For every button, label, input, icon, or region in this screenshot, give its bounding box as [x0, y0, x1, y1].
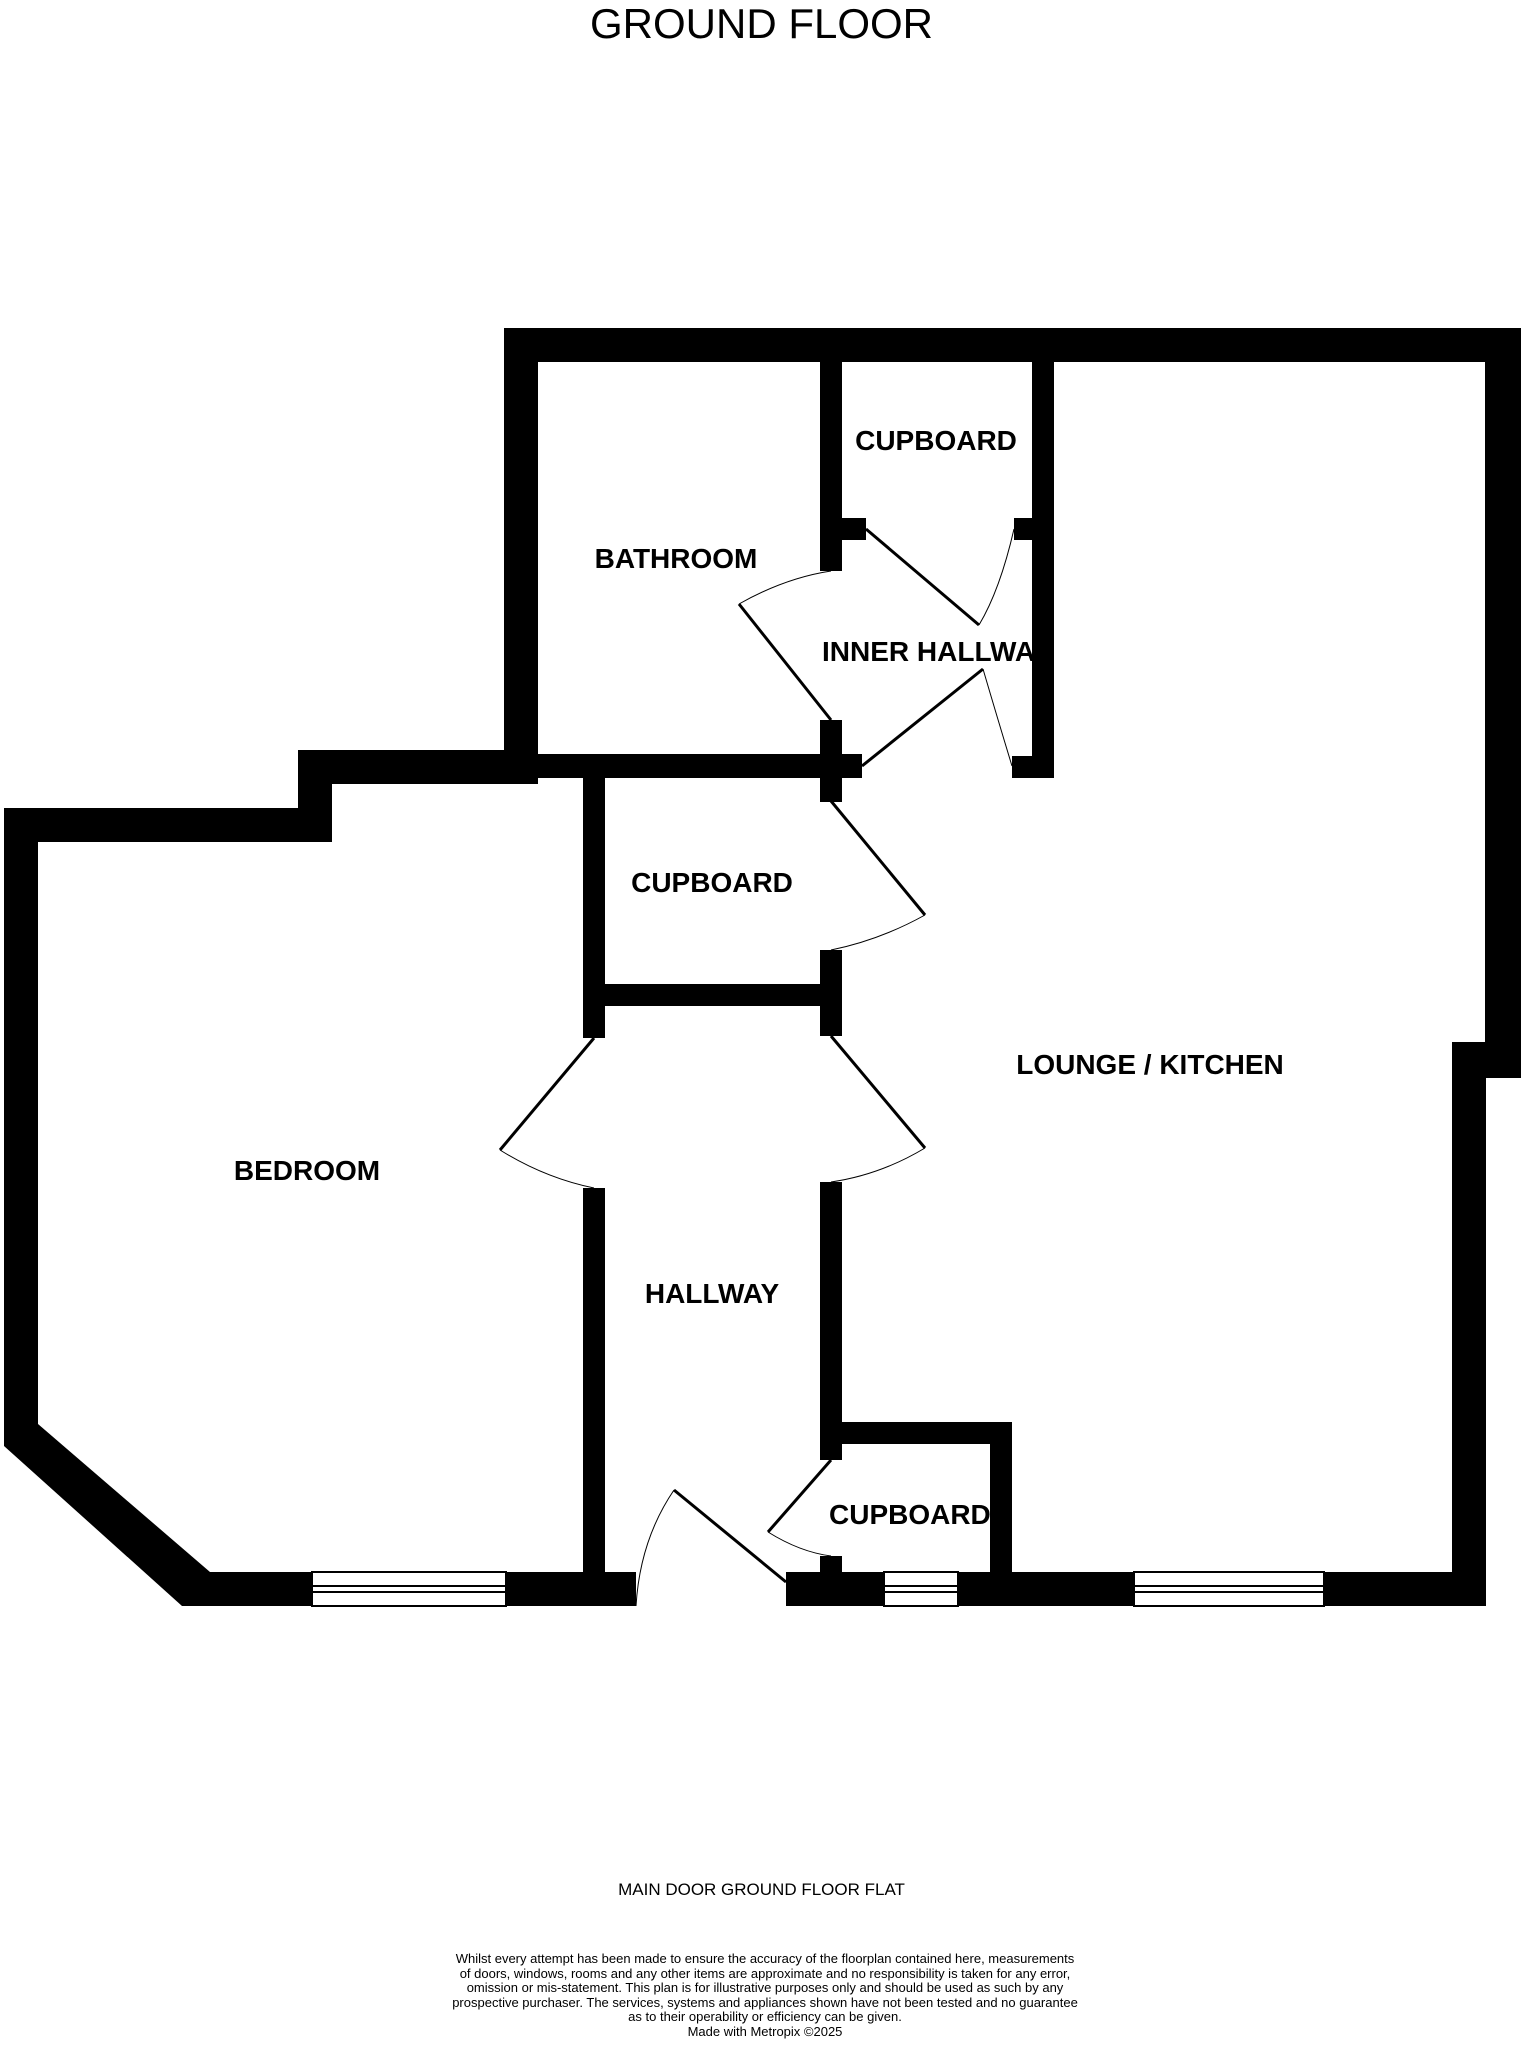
wall-inner-hall-jamb: [820, 720, 842, 802]
label-bathroom: BATHROOM: [595, 543, 758, 574]
door-bathroom: [737, 570, 833, 721]
credit: Made with Metropix ©2025: [687, 2023, 843, 2039]
label-cupboard-top: CUPBOARD: [855, 425, 1017, 456]
disclaimer-line: as to their operability or efficiency ca…: [628, 2009, 902, 2025]
room-labels: CUPBOARD BATHROOM INNER HALLWAY CUPBOARD…: [234, 425, 1284, 1530]
door-bedroom: [498, 1037, 596, 1189]
wall-bathroom-left: [504, 328, 538, 784]
wall-hallway-right: [820, 1182, 842, 1460]
disclaimer: Whilst every attempt has been made to en…: [400, 1951, 1130, 2040]
wall-bottom-right-b: [958, 1572, 1134, 1606]
wall-bottom-left-a: [506, 1572, 636, 1606]
door-cupboard-bottom: [766, 1459, 833, 1557]
doors: [498, 527, 1015, 1607]
wall-bottom-right-a: [1324, 1572, 1486, 1606]
wall-bathroom-bottom: [504, 754, 862, 778]
wall-cupboard-top-right: [1032, 328, 1054, 542]
disclaimer-line: omission or mis-statement. This plan is …: [466, 1980, 1064, 1996]
window-lounge: [1133, 1571, 1325, 1607]
wall-cupboard-mid-left: [583, 776, 605, 1038]
door-entrance: [635, 1488, 787, 1607]
wall-top: [504, 328, 1521, 362]
windows: [311, 1571, 1325, 1607]
wall-hallway-left: [583, 1188, 605, 1606]
wall-right-lower: [1452, 1042, 1486, 1606]
label-cupboard-middle: CUPBOARD: [631, 867, 793, 898]
door-cupboard-mid: [829, 800, 927, 951]
wall-cupboard-bottom-jamb: [820, 1556, 842, 1606]
wall-cupboard-top-left: [820, 328, 842, 571]
label-cupboard-bottom: CUPBOARD: [829, 1499, 991, 1530]
label-inner-hallway: INNER HALLWAY: [822, 636, 1052, 667]
wall-bedroom-top2: [298, 750, 538, 784]
disclaimer-line: Whilst every attempt has been made to en…: [455, 1951, 1075, 1966]
wall-cupboard-bottom-top: [820, 1422, 1012, 1444]
wall-right-upper: [1485, 328, 1521, 1078]
wall-cupboard-mid-right-stub: [820, 950, 842, 1036]
door-lounge: [829, 1035, 927, 1183]
door-cupboard-top: [865, 527, 1015, 627]
label-hallway: HALLWAY: [645, 1278, 780, 1309]
window-cupboard: [883, 1571, 959, 1607]
label-clip-walls: [990, 538, 1054, 1606]
wall-bedroom-left: [4, 808, 38, 1446]
wall-bottom-left-b: [192, 1572, 312, 1606]
wall-cupboard-mid-bottom: [583, 984, 840, 1006]
label-bedroom: BEDROOM: [234, 1155, 380, 1186]
window-bedroom: [311, 1571, 507, 1607]
wall-bedroom-top: [4, 808, 332, 842]
wall-cupboard-top-left-stub: [820, 518, 866, 540]
label-lounge-kitchen: LOUNGE / KITCHEN: [1016, 1049, 1284, 1080]
disclaimer-line: of doors, windows, rooms and any other i…: [459, 1965, 1071, 1981]
disclaimer-line: prospective purchaser. The services, sys…: [452, 1994, 1078, 2010]
plan-title: GROUND FLOOR: [589, 0, 933, 47]
wall-bedroom-chamfer: [4, 1418, 210, 1606]
plan-subtitle: MAIN DOOR GROUND FLOOR FLAT: [618, 1880, 905, 1899]
wall-cupboard-top-right-stub: [1014, 518, 1054, 540]
walls: [4, 328, 1521, 1606]
door-inner-hall: [861, 667, 1013, 768]
